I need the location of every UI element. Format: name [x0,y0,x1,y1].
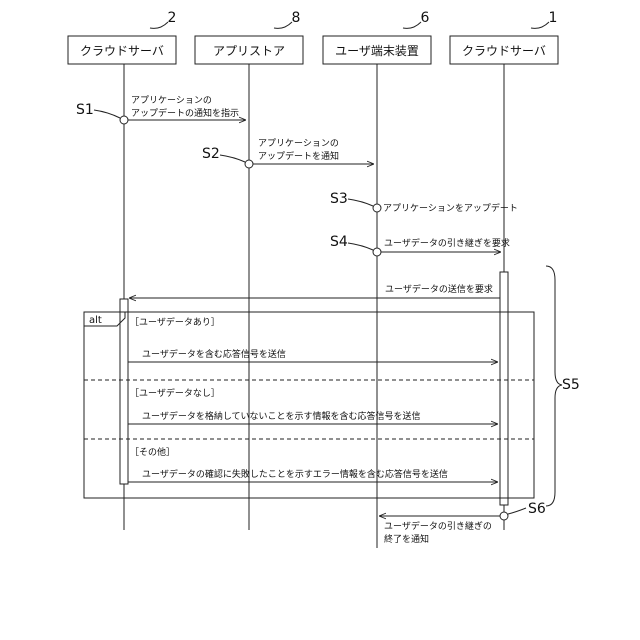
message-label: アップデートを通知 [258,150,339,162]
alt-frame: alt ［ユーザデータあり］ ユーザデータを含む応答信号を送信 ［ユーザデータな… [84,312,534,498]
step-s2: S2 アプリケーションの アップデートを通知 [202,138,374,168]
alt-condition: ［その他］ [130,446,175,458]
participant-ref: 1 [549,10,558,26]
activation-bar-server-2 [120,299,128,484]
step-s3: S3 アプリケーションをアップデート [330,191,518,214]
step-marker [373,204,381,212]
message-label: ユーザデータの送信を要求 [385,283,493,295]
message-label: ユーザデータの引き継ぎを要求 [384,237,510,249]
message-label: ユーザデータを含む応答信号を送信 [142,348,286,360]
message-label: ユーザデータの引き継ぎの [384,520,492,532]
participant-user-terminal-6: 6 ユーザ端末装置 [323,10,431,548]
message-request-user-data: ユーザデータの送信を要求 [129,283,500,298]
step-s6: S6 ユーザデータの引き継ぎの 終了を通知 [379,501,546,545]
message-label: アプリケーションをアップデート [383,202,518,214]
step-label: S6 [528,501,546,517]
message-label: アップデートの通知を指示 [131,107,239,119]
s5-brace [546,266,562,506]
step-label: S1 [76,102,94,118]
step-s1: S1 アプリケーションの アップデートの通知を指示 [76,95,246,124]
message-label: アプリケーションの [131,95,212,106]
participant-ref: 8 [292,10,301,26]
step-s4: S4 ユーザデータの引き継ぎを要求 [330,234,510,256]
message-label: ユーザデータを格納していないことを示す情報を含む応答信号を送信 [142,410,421,422]
step-label: S3 [330,191,348,207]
participant-label: クラウドサーバ [462,44,546,58]
activation-bar-server-1 [500,272,508,505]
step-marker [120,116,128,124]
step-label: S4 [330,234,348,250]
participant-label: アプリストア [213,44,285,58]
message-label: ユーザデータの確認に失敗したことを示すエラー情報を含む応答信号を送信 [142,468,448,480]
step-marker [500,512,508,520]
step-s5: S5 [546,266,580,506]
step-label: S5 [562,377,580,393]
step-marker [245,160,253,168]
alt-condition: ［ユーザデータあり］ [130,316,220,328]
step-marker [373,248,381,256]
participant-ref: 6 [421,10,430,26]
participant-ref: 2 [168,10,177,26]
alt-condition: ［ユーザデータなし］ [130,387,220,399]
message-label: 終了を通知 [384,533,429,545]
participant-app-store-8: 8 アプリストア [195,10,303,530]
step-label: S2 [202,146,220,162]
participant-label: ユーザ端末装置 [335,44,419,58]
participant-label: クラウドサーバ [80,44,164,58]
message-label: アプリケーションの [258,138,339,149]
alt-frame-label: alt [89,315,102,326]
